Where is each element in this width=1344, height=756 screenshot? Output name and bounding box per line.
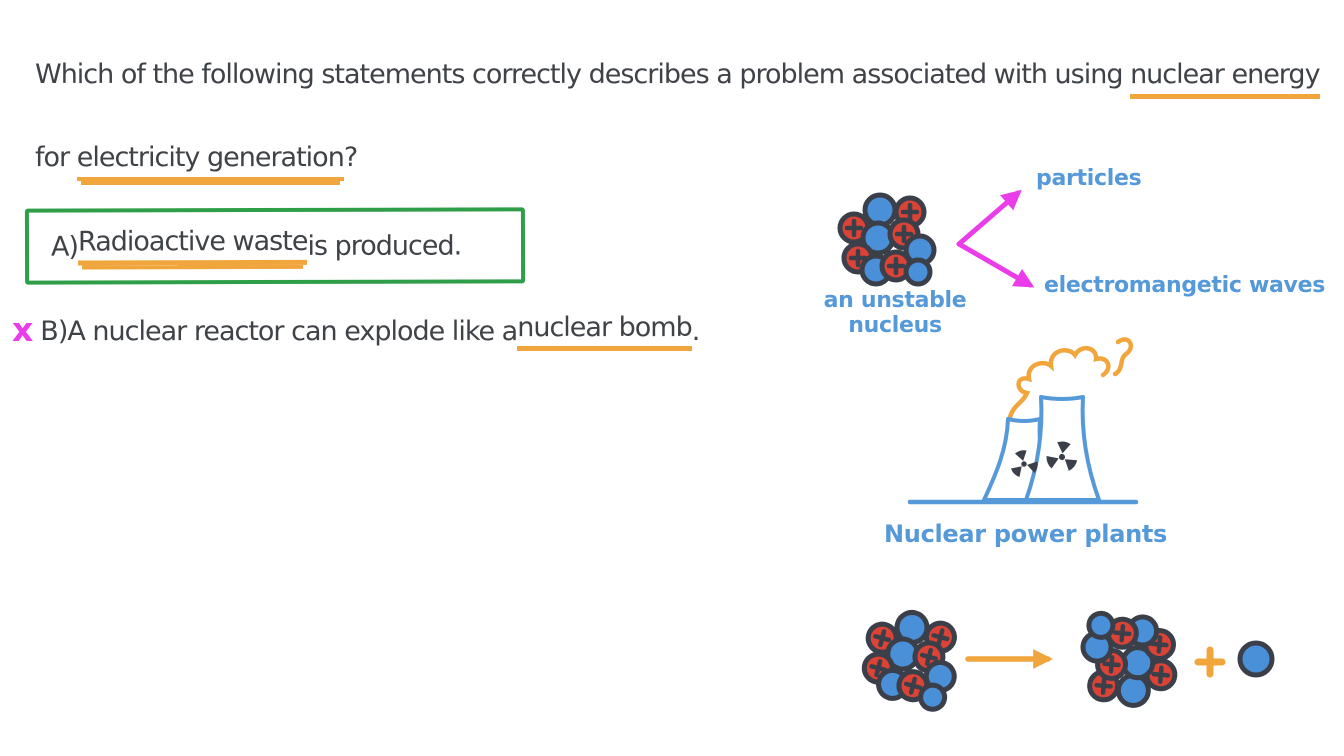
highlight-radioactive-waste: Radioactive waste [78,226,308,266]
question-line-1: Which of the following statements correc… [35,58,1321,99]
smoke [1007,346,1111,420]
option-a-text: is produced. [307,230,462,262]
parent-nucleus-cluster [854,603,968,713]
electromagnetic-waves-label: electromangetic waves [1044,273,1325,298]
nuclear-power-plant-illustration [907,337,1139,505]
question-text: for [35,142,77,173]
radiation-icon [1006,446,1042,480]
option-a: A) Radioactive waste is produced. [24,207,526,285]
decay-arrow-waves [956,241,1035,288]
smoke-curl [1112,337,1134,377]
unstable-nucleus-illustration [840,189,1035,288]
highlight-nuclear-bomb: nuclear bomb [517,313,693,351]
option-b-period: . [691,315,701,347]
highlight-nuclear-energy: nuclear energy [1130,60,1321,99]
unstable-nucleus-label: an unstable nucleus [818,288,972,339]
unstable-nucleus-cluster [840,195,934,284]
option-b-text: A nuclear reactor can explode like a [67,315,518,347]
plus-sign [1194,646,1226,678]
radiation-icon [1043,439,1081,473]
question-text: Which of the following statements correc… [35,59,1131,90]
wrong-answer-x-icon: x [12,310,34,350]
decay-equation-illustration [854,603,1275,713]
particles-label: particles [1036,166,1142,191]
question-mark: ? [343,142,358,173]
highlight-electricity-generation: electricity generation [76,143,345,181]
option-b-label: B) [40,315,68,347]
option-a-label: A) [50,231,79,263]
decay-arrow-particles [956,189,1022,247]
question-line-2: for electricity generation? [35,141,358,181]
daughter-nucleus-cluster [1078,612,1179,709]
nuclear-power-plants-label: Nuclear power plants [884,520,1168,548]
emitted-particle [1237,640,1275,678]
unstable-nucleus-label-line2: nucleus [848,313,942,339]
cooling-tower-large [1024,395,1101,502]
unstable-nucleus-label-line1: an unstable [823,288,967,313]
cooling-tower-small [982,417,1056,502]
